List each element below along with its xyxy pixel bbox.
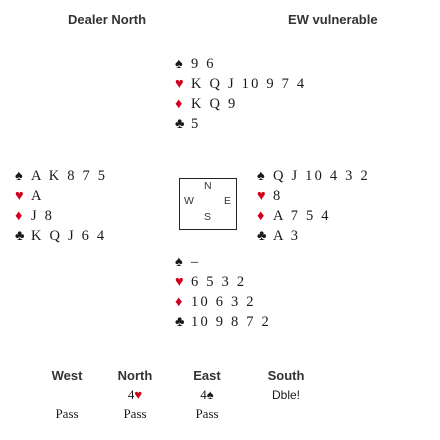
east-clubs-cards: A 3 — [273, 228, 301, 244]
west-diamonds-cards: J 8 — [31, 208, 55, 224]
club-icon: ♣ — [175, 116, 185, 132]
east-clubs-row: ♣ A 3 — [257, 226, 370, 246]
bid-east-2: Pass — [195, 406, 219, 421]
north-hearts-row: ♥ K Q J 10 9 7 4 — [175, 74, 306, 94]
west-clubs-row: ♣ K Q J 6 4 — [15, 226, 107, 246]
east-hearts-row: ♥8 — [257, 186, 370, 206]
spade-icon: ♠ — [175, 56, 183, 72]
south-hearts-cards: 6 5 3 2 — [191, 274, 247, 290]
west-diamonds-row: ♦ J 8 — [15, 206, 107, 226]
north-diamonds-cards: K Q 9 — [191, 96, 238, 112]
diamond-icon: ♦ — [15, 208, 23, 224]
compass-west: W — [184, 195, 194, 207]
east-spades-row: ♠ Q J 10 4 3 2 — [257, 166, 370, 186]
auction-header-west: West — [51, 368, 83, 383]
west-clubs-cards: K Q J 6 4 — [31, 228, 107, 244]
south-diamonds-cards: 10 6 3 2 — [191, 294, 256, 310]
heart-icon: ♥ — [175, 274, 184, 290]
east-hearts-cards: 8 — [273, 188, 283, 204]
south-diamonds-row: ♦ 10 6 3 2 — [175, 292, 271, 312]
heart-icon: ♥ — [15, 188, 24, 204]
auction-header-north: North — [117, 368, 153, 383]
diamond-icon: ♦ — [175, 96, 183, 112]
west-spades-row: ♠ A K 8 7 5 — [15, 166, 107, 186]
east-diamonds-cards: A 7 5 4 — [273, 208, 331, 224]
east-hand: ♠Q J 10 4 3 2 ♥8 ♦A 7 5 4 ♣A 3 — [257, 166, 370, 246]
south-spades-cards: – — [191, 254, 201, 270]
west-hearts-row: ♥A — [15, 186, 107, 206]
north-hand: ♠9 6 ♥K Q J 10 9 7 4 ♦K Q 9 ♣5 — [175, 54, 306, 134]
east-spades-cards: Q J 10 4 3 2 — [273, 168, 370, 184]
compass-east: E — [224, 195, 232, 207]
auction-header-east: East — [193, 368, 221, 383]
bid-level: 4 — [127, 387, 135, 402]
north-hearts-cards: K Q J 10 9 7 4 — [191, 76, 307, 92]
west-hand: ♠A K 8 7 5 ♥A ♦J 8 ♣K Q J 6 4 — [15, 166, 107, 246]
heart-icon: ♥ — [134, 387, 143, 402]
bid-north-2: Pass — [123, 406, 147, 421]
heart-icon: ♥ — [175, 76, 184, 92]
north-spades-cards: 9 6 — [191, 56, 216, 72]
south-clubs-row: ♣ 10 9 8 7 2 — [175, 312, 271, 332]
north-diamonds-row: ♦ K Q 9 — [175, 94, 306, 114]
north-clubs-cards: 5 — [191, 116, 201, 132]
club-icon: ♣ — [175, 314, 185, 330]
club-icon: ♣ — [15, 228, 25, 244]
vulnerability-label: EW vulnerable — [288, 12, 378, 27]
spade-icon: ♠ — [15, 168, 23, 184]
north-spades-row: ♠ 9 6 — [175, 54, 306, 74]
west-hearts-cards: A — [31, 188, 44, 204]
auction-header-south: South — [267, 368, 305, 383]
bid-east-1: 4♠ — [172, 387, 242, 403]
compass-south: S — [204, 211, 212, 223]
south-clubs-cards: 10 9 8 7 2 — [191, 314, 271, 330]
club-icon: ♣ — [257, 228, 267, 244]
bid-level: 4 — [200, 387, 207, 402]
heart-icon: ♥ — [257, 188, 266, 204]
spade-icon: ♠ — [257, 168, 265, 184]
compass-north: N — [204, 180, 212, 192]
diamond-icon: ♦ — [175, 294, 183, 310]
spade-icon: ♠ — [175, 254, 183, 270]
east-diamonds-row: ♦ A 7 5 4 — [257, 206, 370, 226]
south-spades-row: ♠– — [175, 252, 271, 272]
bid-west-2: Pass — [55, 406, 79, 421]
south-hearts-row: ♥ 6 5 3 2 — [175, 272, 271, 292]
west-spades-cards: A K 8 7 5 — [31, 168, 108, 184]
dealer-label: Dealer North — [68, 12, 147, 27]
spade-icon: ♠ — [206, 387, 214, 402]
bid-south-1: Dble! — [271, 388, 300, 402]
south-hand: ♠– ♥ 6 5 3 2 ♦ 10 6 3 2 ♣ 10 9 8 7 2 — [175, 252, 271, 332]
diamond-icon: ♦ — [257, 208, 265, 224]
bid-north-1: 4♥ — [100, 387, 170, 403]
north-clubs-row: ♣5 — [175, 114, 306, 134]
compass-box: N W E S — [179, 178, 237, 230]
